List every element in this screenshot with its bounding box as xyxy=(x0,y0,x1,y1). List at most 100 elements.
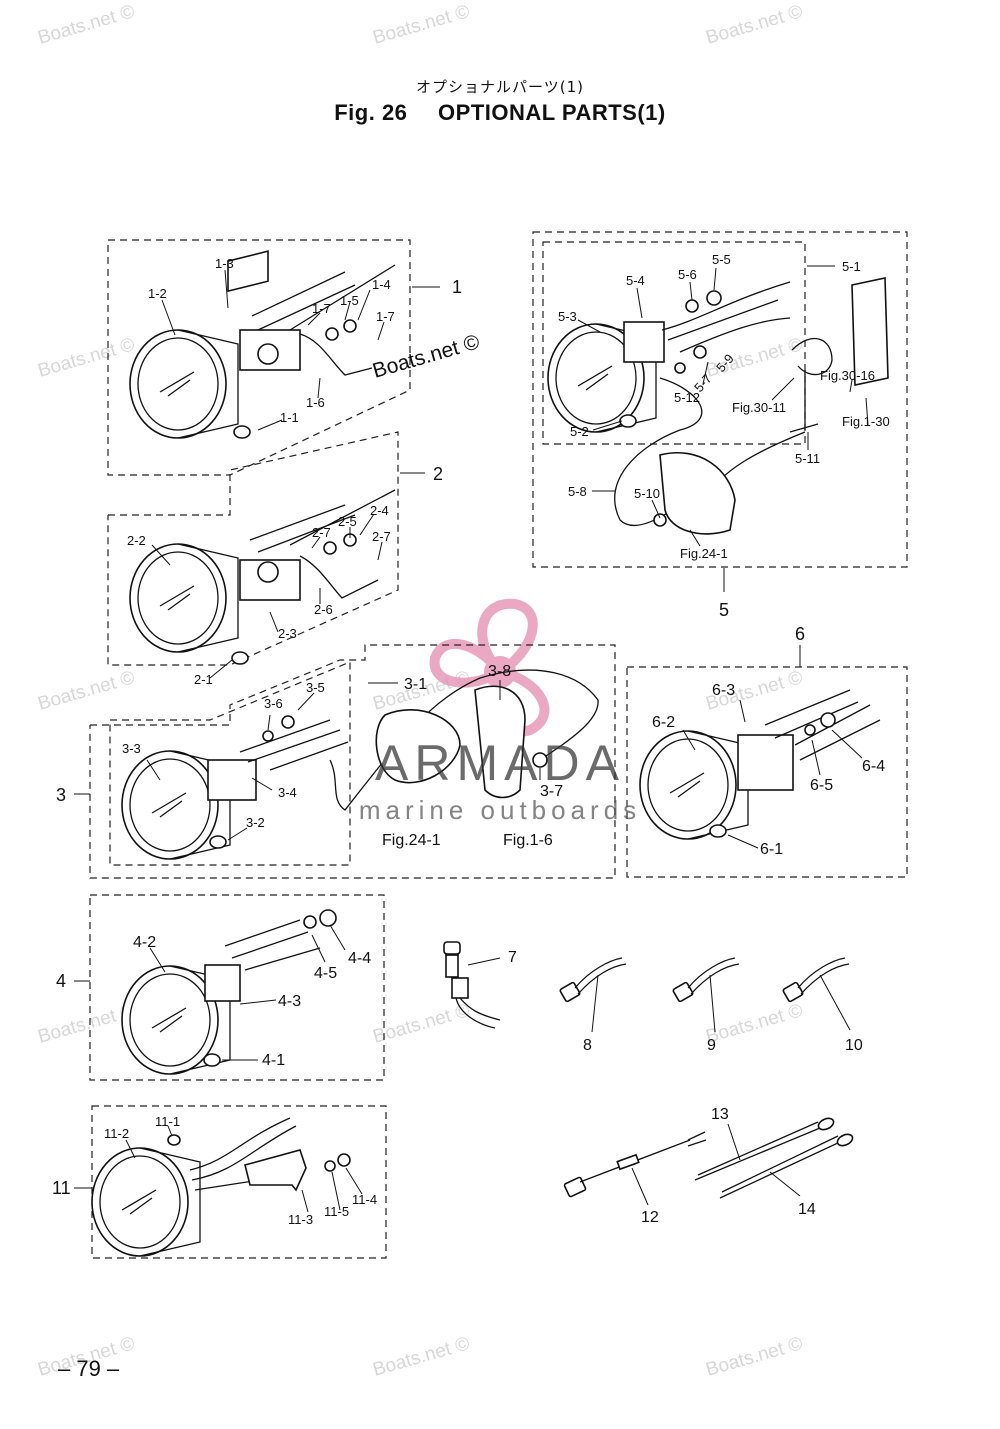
page-title: Fig. 26 OPTIONAL PARTS(1) xyxy=(0,100,1000,126)
part-14-harness: 14 xyxy=(719,1133,854,1218)
gauge-housing-icon xyxy=(204,964,241,1002)
page-title-japanese: オプショナルパーツ(1) xyxy=(416,78,584,96)
callout-6-5: 6-5 xyxy=(810,777,833,794)
callout-3-8: 3-8 xyxy=(488,663,511,680)
bulb-icon xyxy=(233,425,251,439)
callout-11-5: 11-5 xyxy=(324,1204,349,1219)
group-4-gauge: 4 4-1 4-2 4-3 4-4 4-5 xyxy=(56,894,385,1081)
powerhead-outline-icon xyxy=(375,709,461,784)
callout-4-4: 4-4 xyxy=(348,950,371,967)
callout-11-4: 11-4 xyxy=(352,1192,377,1207)
callout-1-3: 1-3 xyxy=(215,256,234,271)
watermark-text: Boats.net © xyxy=(371,1333,472,1381)
watermark-text: Boats.net © xyxy=(36,667,137,715)
tachometer-gauge-icon xyxy=(129,543,239,653)
group-2-tachometer: 2 2-1 2-2 2-3 2-4 2-5 2-6 2-7 2-7 xyxy=(107,431,443,687)
callout-fig-30-16: Fig.30-16 xyxy=(820,368,875,383)
page-number: – 79 – xyxy=(58,1356,120,1381)
harness-parts: 12 13 14 xyxy=(563,1106,854,1226)
callout-1-2: 1-2 xyxy=(148,286,167,301)
callout-12: 12 xyxy=(641,1209,659,1226)
callout-13: 13 xyxy=(711,1106,729,1123)
callout-5-12: 5-12 xyxy=(674,390,700,405)
part-8-lead-wire: 8 xyxy=(559,957,627,1054)
callout-8: 8 xyxy=(583,1037,592,1054)
callout-5-3: 5-3 xyxy=(558,309,577,324)
callout-1-6: 1-6 xyxy=(306,395,325,410)
bracket-outline-icon xyxy=(474,685,526,799)
callout-2-7b: 2-7 xyxy=(372,529,391,544)
watermark-text: Boats.net © xyxy=(36,1,137,49)
callout-5-5: 5-5 xyxy=(712,252,731,267)
switch-cap-icon xyxy=(443,941,461,955)
bulb-icon xyxy=(619,414,637,428)
callout-2-1: 2-1 xyxy=(194,672,213,687)
callout-2-6: 2-6 xyxy=(314,602,333,617)
callout-11-1: 11-1 xyxy=(155,1114,180,1129)
callout-fig-24-1: Fig.24-1 xyxy=(382,832,441,849)
callout-2-4: 2-4 xyxy=(370,503,389,518)
callout-4-5: 4-5 xyxy=(314,965,337,982)
gauge-housing-icon xyxy=(737,734,794,791)
group-3-gauge-with-sender: 3 3-1 3-2 3-3 3-4 3-5 3-6 3-7 3-8 Fig.24… xyxy=(56,644,616,879)
callout-2-3: 2-3 xyxy=(278,626,297,641)
group-1-tachometer: 1 1-1 1-2 1-3 1-4 1-5 1-6 1-7 1-7 xyxy=(107,239,462,476)
callout-4-3: 4-3 xyxy=(278,993,301,1010)
callout-7: 7 xyxy=(508,949,517,966)
bulb-icon xyxy=(209,835,227,849)
callout-10: 10 xyxy=(845,1037,863,1054)
bulb-icon xyxy=(709,824,727,838)
watermark-text: Boats.net © xyxy=(36,334,137,382)
gauge-housing-icon xyxy=(207,759,257,801)
gauge-housing-icon xyxy=(623,321,665,363)
watermark-text: Boats.net © xyxy=(704,1000,805,1048)
transom-outline-icon xyxy=(659,452,736,535)
callout-11: 11 xyxy=(52,1178,71,1198)
trim-gauge-icon xyxy=(91,1147,201,1257)
callout-3-7: 3-7 xyxy=(540,783,563,800)
callout-3-4: 3-4 xyxy=(278,785,297,800)
part-10-lead-wire: 10 xyxy=(782,957,863,1054)
callout-5-11: 5-11 xyxy=(795,451,820,466)
callout-5-10: 5-10 xyxy=(634,486,660,501)
group-5-speedometer-kit: 5 5-1 5-2 5-3 5-4 5-5 5-6 5-7 5-9 5-8 5-… xyxy=(532,231,908,620)
single-parts: 7 8 9 10 xyxy=(443,941,863,1054)
callout-4-1: 4-1 xyxy=(262,1052,285,1069)
callout-6-1: 6-1 xyxy=(760,841,783,858)
watermark-text: Boats.net © xyxy=(371,1,472,49)
callout-3: 3 xyxy=(56,785,66,805)
callout-2-5: 2-5 xyxy=(338,514,357,529)
callout-5-1: 5-1 xyxy=(842,259,861,274)
mounting-plate-icon xyxy=(851,277,889,386)
callout-3-3: 3-3 xyxy=(122,741,141,756)
callout-2-2: 2-2 xyxy=(127,533,146,548)
callout-6-3: 6-3 xyxy=(712,682,735,699)
gauge-icon xyxy=(639,730,749,840)
callout-5-4: 5-4 xyxy=(626,273,645,288)
callout-5-2: 5-2 xyxy=(570,424,589,439)
group-11-trim-meter: 11 11-1 11-2 11-3 11-4 11-5 xyxy=(52,1105,387,1259)
callout-5: 5 xyxy=(719,600,729,620)
bulb-icon xyxy=(231,651,249,665)
callout-1-4: 1-4 xyxy=(372,277,391,292)
callout-14: 14 xyxy=(798,1201,816,1218)
sender-unit-icon xyxy=(532,752,548,768)
callout-6-4: 6-4 xyxy=(862,758,885,775)
callout-3-5: 3-5 xyxy=(306,680,325,695)
part-13-harness: 13 xyxy=(694,1106,835,1181)
callout-11-2: 11-2 xyxy=(104,1126,129,1141)
figure-number: Fig. 26 xyxy=(334,100,408,125)
part-12-harness: 12 xyxy=(563,1131,707,1226)
callout-fig-1-6: Fig.1-6 xyxy=(503,832,553,849)
part-7-sender-switch: 7 xyxy=(443,941,517,1029)
watermark-text: Boats.net © xyxy=(371,1000,472,1048)
gauge-bracket-icon xyxy=(227,250,269,293)
callout-fig-30-11: Fig.30-11 xyxy=(732,400,786,415)
callout-6: 6 xyxy=(795,624,805,644)
callout-2-7a: 2-7 xyxy=(312,525,331,540)
callout-1-7b: 1-7 xyxy=(376,309,395,324)
callout-1-1: 1-1 xyxy=(280,410,299,425)
callout-9: 9 xyxy=(707,1037,716,1054)
callout-11-3: 11-3 xyxy=(288,1212,313,1227)
bulb-icon xyxy=(167,1134,181,1146)
